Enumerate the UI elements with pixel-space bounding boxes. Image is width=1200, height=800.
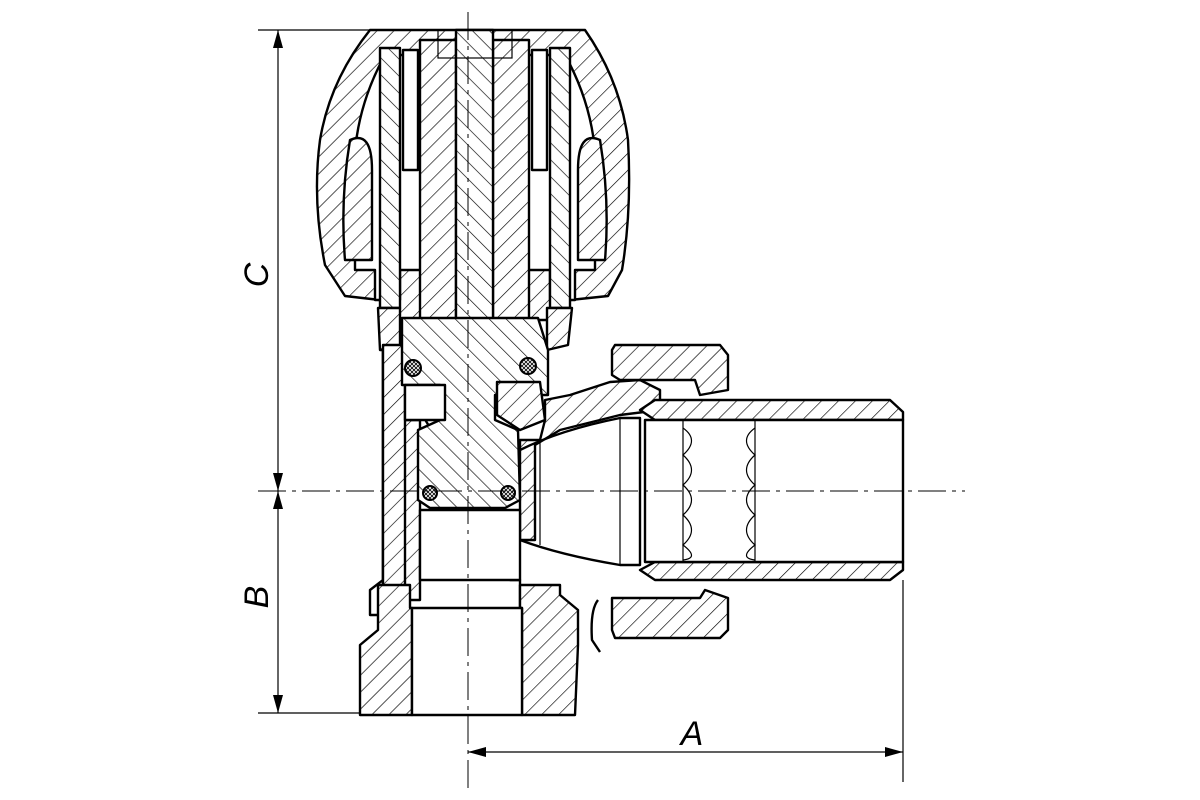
center-lines	[258, 12, 965, 788]
dimension-lines	[258, 29, 904, 782]
dimension-label-a: A	[679, 715, 704, 753]
valve-body	[368, 343, 662, 617]
union-connector	[519, 343, 905, 653]
handwheel-cap	[315, 28, 631, 322]
valve-disc	[400, 316, 550, 510]
dimension-label-c: C	[238, 262, 276, 287]
bottom-connection	[358, 583, 580, 717]
spindle	[437, 28, 513, 372]
dimension-label-b: B	[238, 586, 276, 609]
gland-nut	[376, 306, 574, 352]
